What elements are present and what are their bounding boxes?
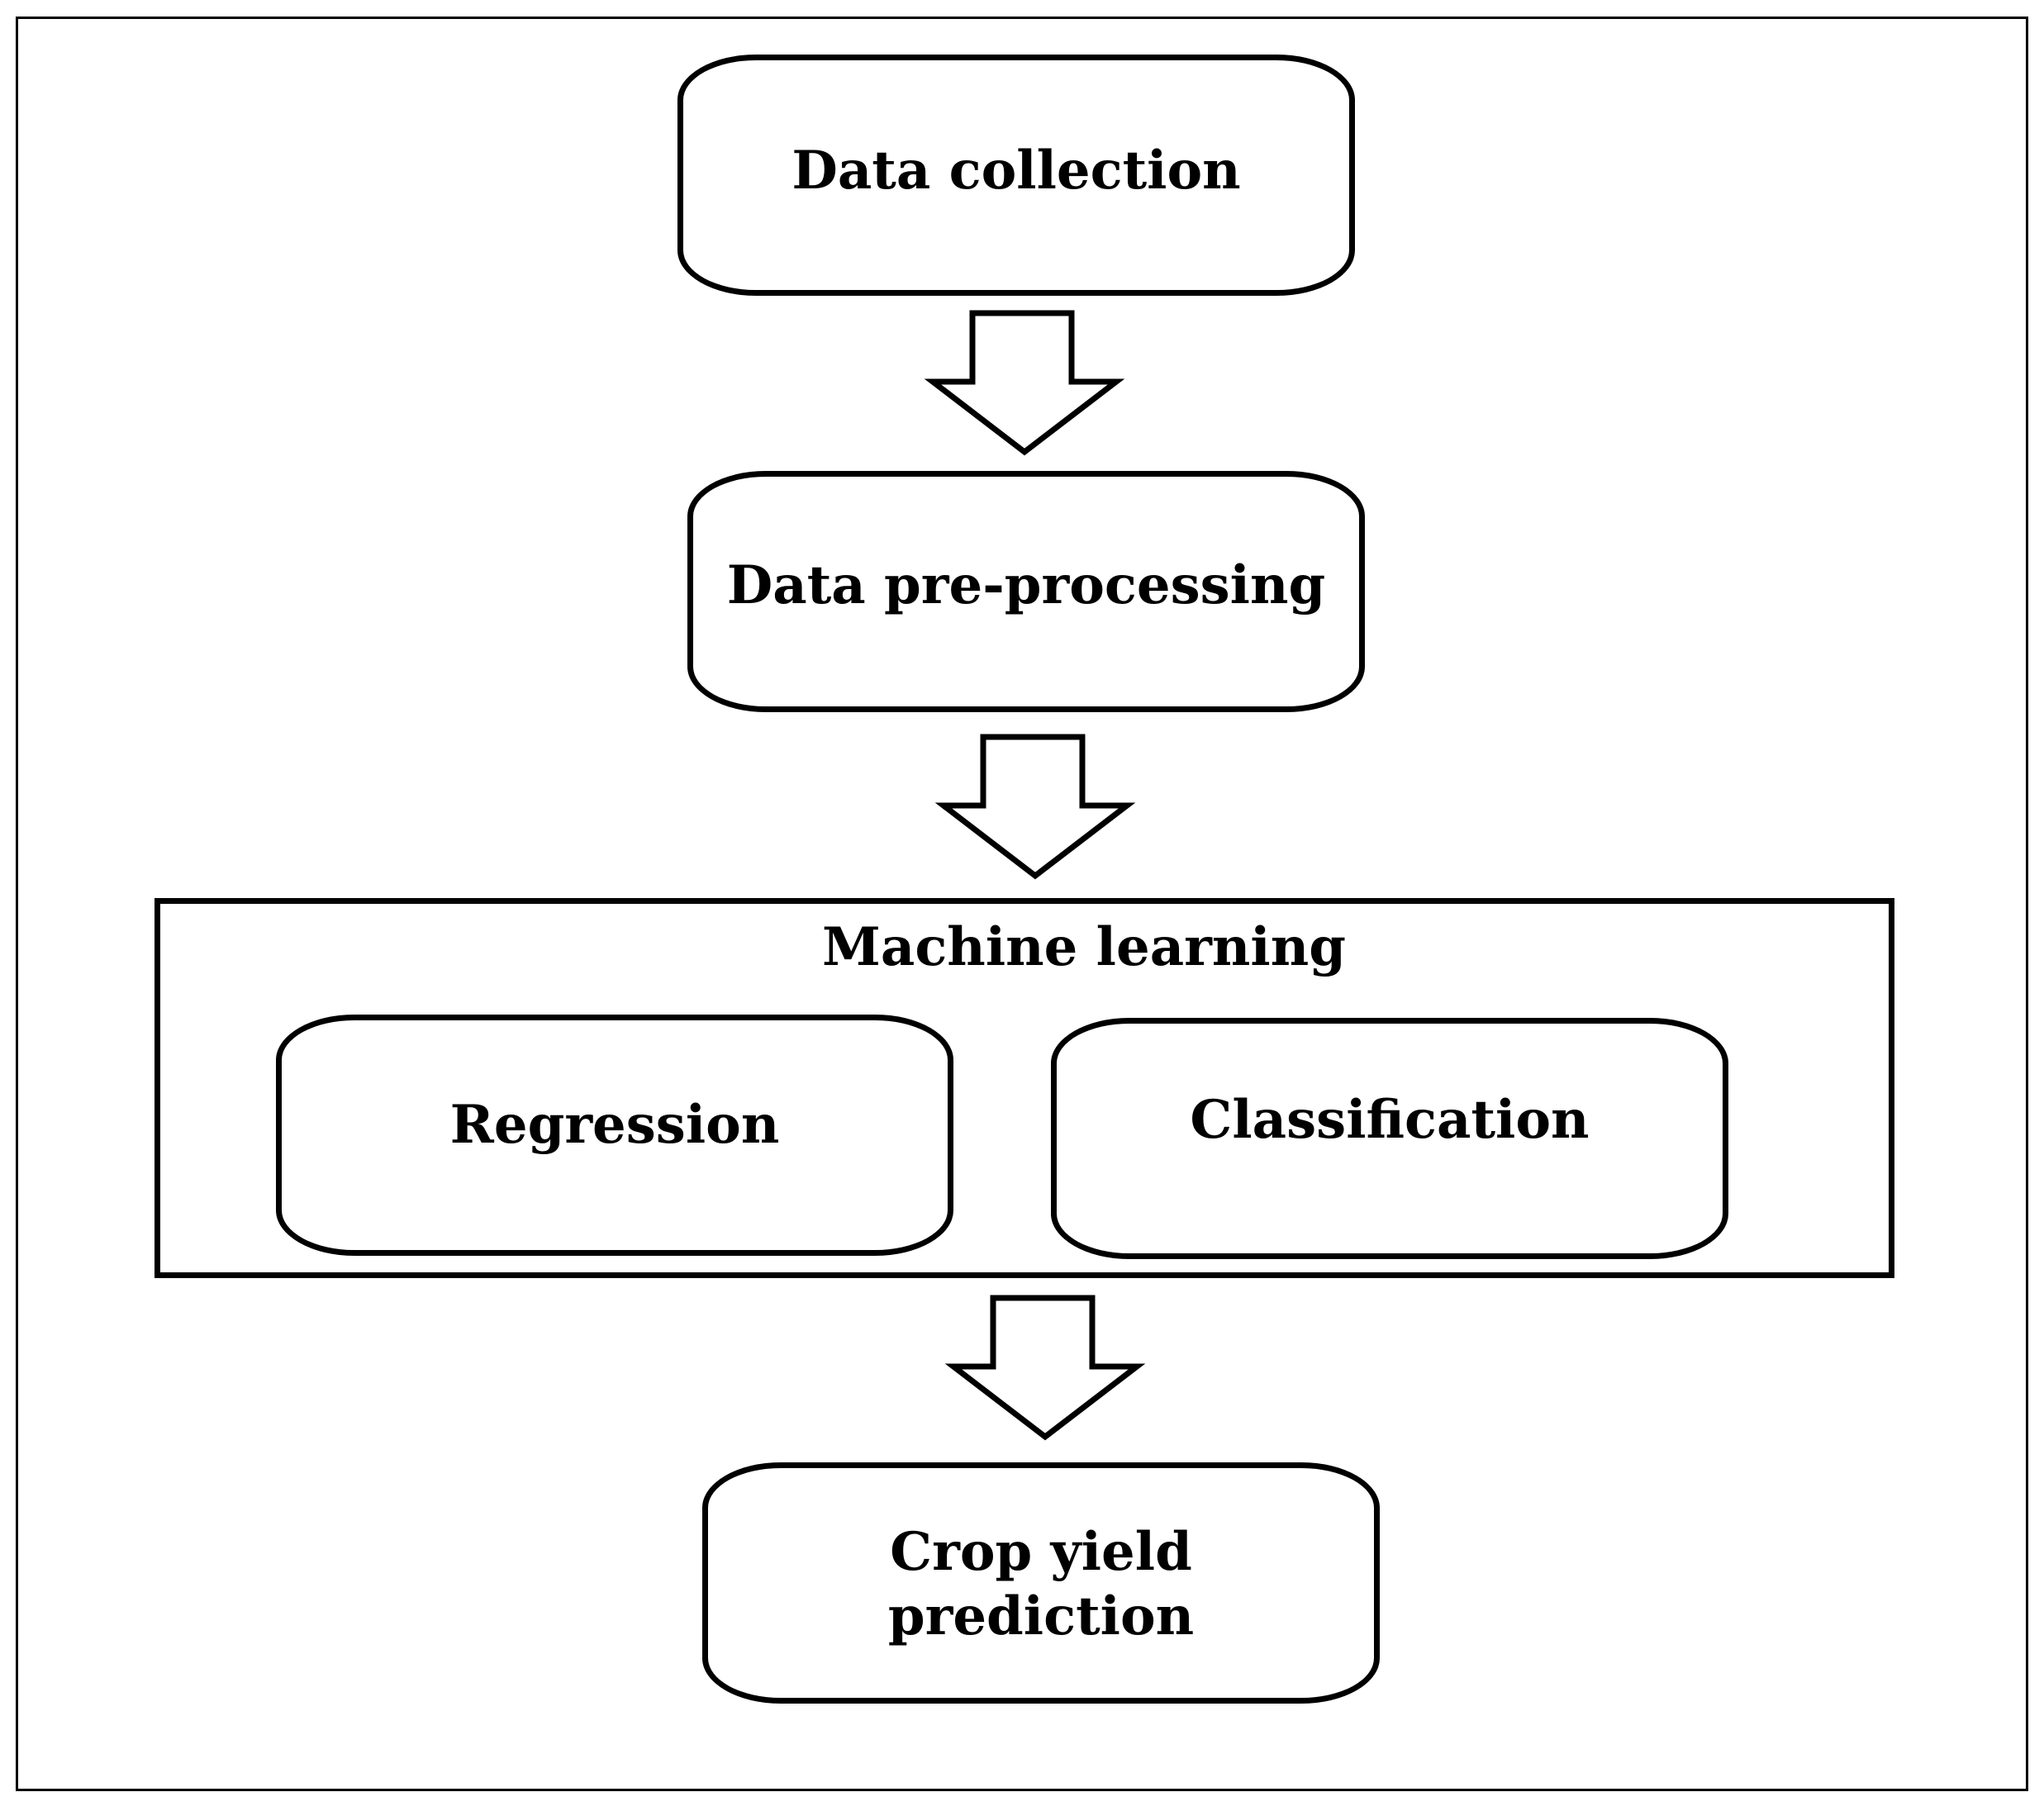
node-regression-label: Regression (449, 1094, 780, 1156)
node-data-preprocessing-label: Data pre-processing (726, 554, 1326, 616)
node-data-preprocessing: Data pre-processing (687, 471, 1365, 712)
node-data-collection-label: Data collection (791, 140, 1241, 202)
node-regression: Regression (276, 1015, 953, 1256)
node-crop-yield-prediction-label: Crop yield prediction (887, 1521, 1195, 1647)
arrow-down-icon (924, 310, 1125, 456)
group-machine-learning-title: Machine learning (822, 916, 1346, 978)
arrow-down-icon (944, 1295, 1146, 1441)
group-machine-learning (154, 898, 1894, 1278)
node-classification: Classification (1051, 1018, 1728, 1259)
node-data-collection: Data collection (677, 55, 1355, 296)
arrow-down-icon (934, 734, 1136, 880)
node-crop-yield-prediction: Crop yield prediction (702, 1462, 1380, 1704)
figure-frame (16, 17, 2028, 1791)
node-classification-label: Classification (1190, 1089, 1590, 1151)
